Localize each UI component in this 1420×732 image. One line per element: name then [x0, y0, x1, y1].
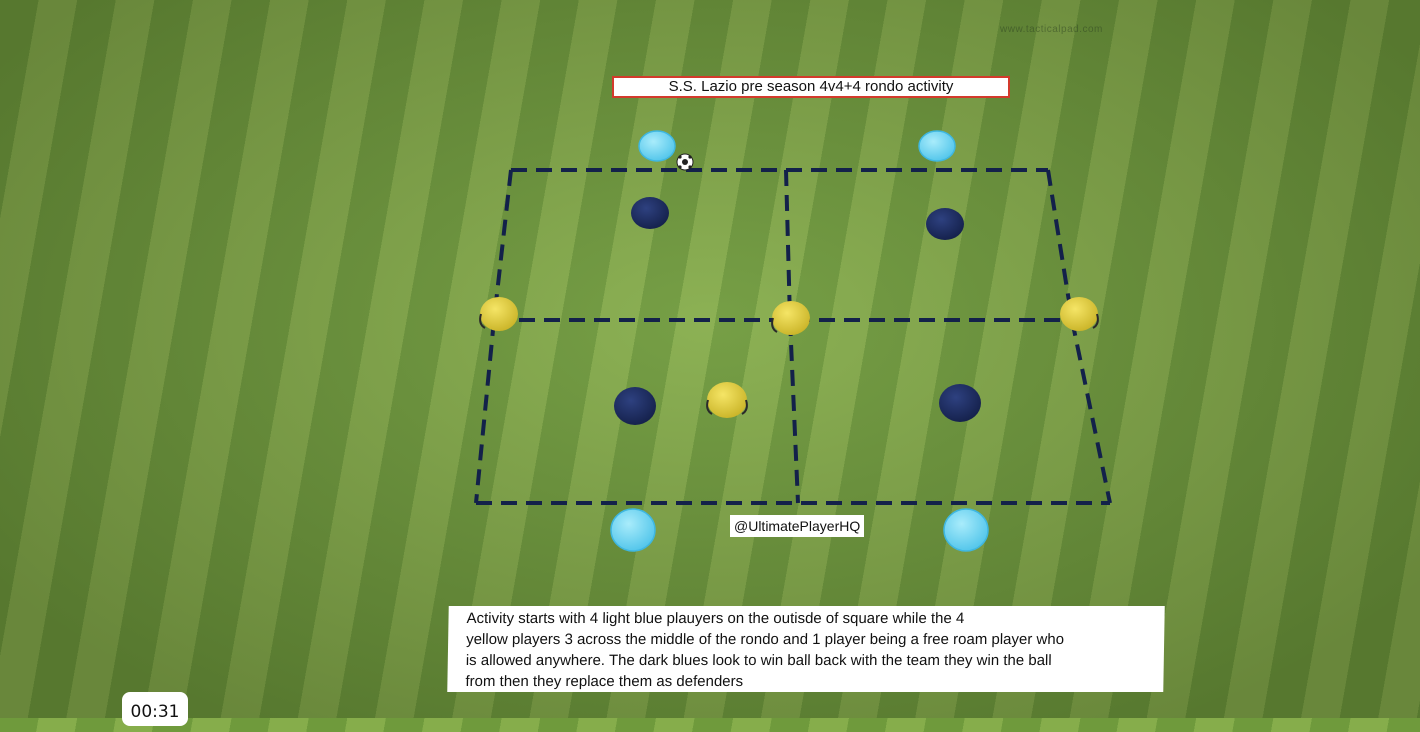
description-line: from then they replace them as defenders: [465, 673, 744, 690]
description-line: is allowed anywhere. The dark blues look…: [465, 652, 1052, 669]
grid-line-left-upper: [492, 169, 513, 321]
description-line: yellow players 3 across the middle of th…: [466, 631, 1065, 648]
dark-blue-player: [926, 208, 964, 240]
football-icon: [676, 153, 694, 171]
yellow-player: [479, 297, 518, 331]
yellow-player: [771, 301, 810, 335]
grid-line-left-lower: [474, 319, 496, 504]
watermark: www.tacticalpad.com: [1000, 24, 1103, 35]
dark-blue-player: [614, 387, 656, 425]
social-handle: @UltimatePlayerHQ: [730, 515, 865, 537]
light-blue-player: [943, 508, 989, 552]
drill-title: S.S. Lazio pre season 4v4+4 rondo activi…: [612, 76, 1010, 98]
video-timestamp: 00:31: [122, 692, 188, 726]
dark-blue-player: [631, 197, 669, 229]
grid-line-right-upper: [1046, 169, 1074, 321]
grid-line-right-lower: [1070, 319, 1112, 504]
drill-description: Activity starts with 4 light blue plauye…: [447, 606, 1165, 692]
light-blue-player: [918, 130, 956, 162]
grid-line-center-upper: [784, 169, 792, 321]
description-line: Activity starts with 4 light blue plauye…: [466, 610, 965, 627]
yellow-player: [1060, 297, 1099, 331]
light-blue-player: [610, 508, 656, 552]
yellow-player-free-roam: [706, 382, 748, 418]
light-blue-player: [638, 130, 676, 162]
dark-blue-player: [939, 384, 981, 422]
grid-line-center-lower: [788, 319, 800, 504]
